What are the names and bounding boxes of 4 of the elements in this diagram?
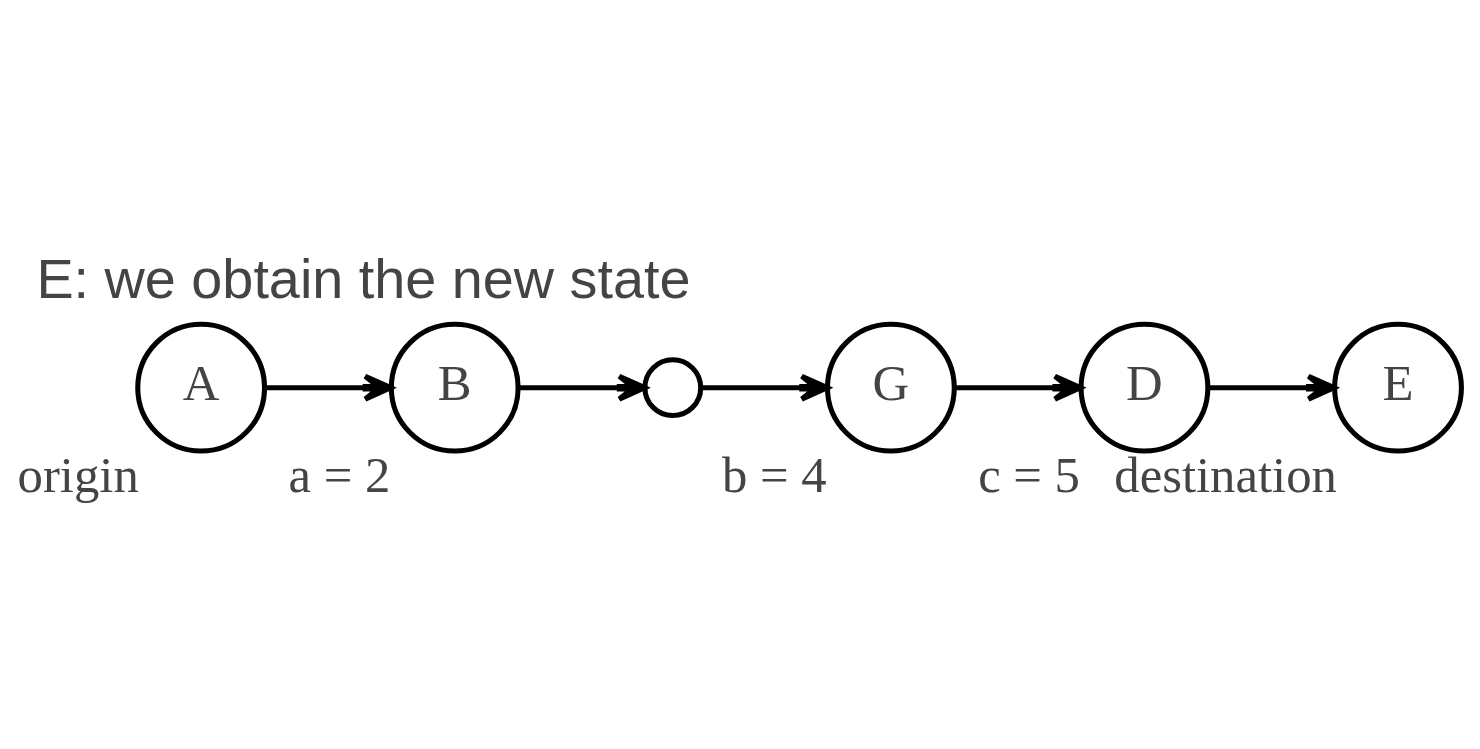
diagram-title: E: we obtain the new state [36,247,691,310]
node-label: c = 5 [978,446,1080,503]
node-label: a = 2 [288,446,391,503]
node-label: b = 4 [721,446,827,503]
